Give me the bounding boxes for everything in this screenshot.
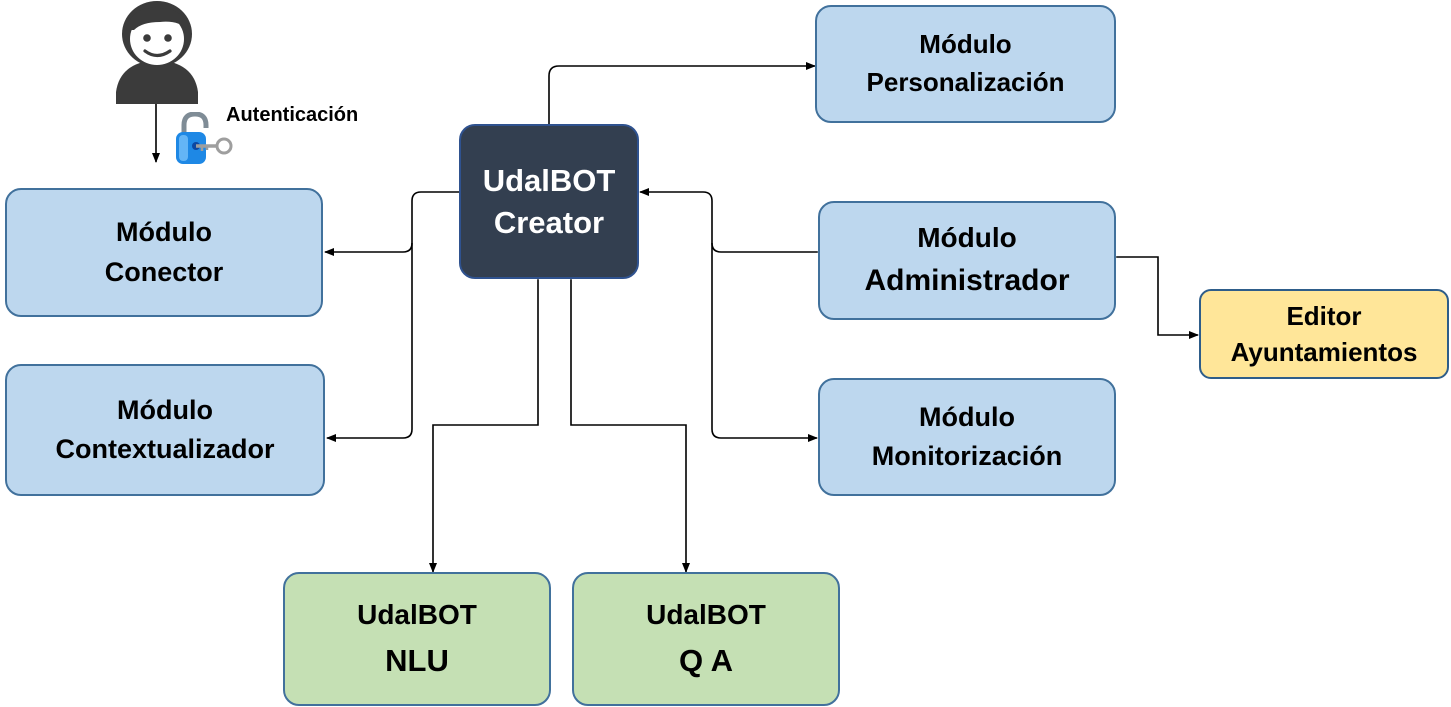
creator-nlu-connector [429,271,542,573]
modulo-administrador-node: Módulo Administrador [818,201,1116,320]
modulo-monitorizacion-node: Módulo Monitorización [818,378,1116,496]
udalbot-qa-line2: Q A [679,642,733,678]
modulo-administrador-line1: Módulo [917,222,1017,254]
padlock-key-icon [176,112,233,164]
udalbot-nlu-line1: UdalBOT [357,599,477,631]
administrador-editor-connector [1108,253,1199,339]
modulo-monitorizacion-line1: Módulo [919,401,1015,432]
auth-label: Autenticación [226,104,359,126]
udalbot-creator-line1: UdalBOT [482,162,616,198]
modulo-administrador-line2: Administrador [864,264,1070,298]
creator-contextualizador-connector [326,243,413,442]
modulo-personalizacion-node: Módulo Personalización [815,5,1116,123]
modulo-conector-node: Módulo Conector [5,188,323,317]
user-icon [116,1,198,104]
editor-ayuntamientos-line2: Ayuntamientos [1230,337,1418,367]
creator-personalizacion-connector [545,62,816,133]
modulo-contextualizador-line2: Contextualizador [55,434,275,464]
udalbot-creator-node: UdalBOT Creator [459,124,639,279]
modulo-contextualizador-node: Módulo Contextualizador [5,364,325,496]
udalbot-qa-node: UdalBOT Q A [572,572,840,706]
udalbot-nlu-line2: NLU [385,642,449,678]
creator-administrador-connector [639,188,826,256]
modulo-personalizacion-line1: Módulo [919,29,1012,60]
creator-conector-connector [324,191,459,256]
udalbot-qa-line1: UdalBOT [646,599,766,631]
modulo-conector-line2: Conector [104,256,224,287]
modulo-conector-line1: Módulo [116,217,212,248]
modulo-personalizacion-line2: Personalización [866,67,1065,97]
editor-ayuntamientos-line1: Editor [1286,300,1362,331]
udalbot-nlu-node: UdalBOT NLU [283,572,551,706]
creator-qa-connector [567,271,690,573]
udalbot-creator-line2: Creator [493,204,605,240]
editor-ayuntamientos-node: Editor Ayuntamientos [1199,289,1449,379]
modulo-contextualizador-line1: Módulo [117,394,213,425]
creator-monitorizacion-connector [711,243,818,442]
modulo-monitorizacion-line2: Monitorización [871,441,1063,471]
